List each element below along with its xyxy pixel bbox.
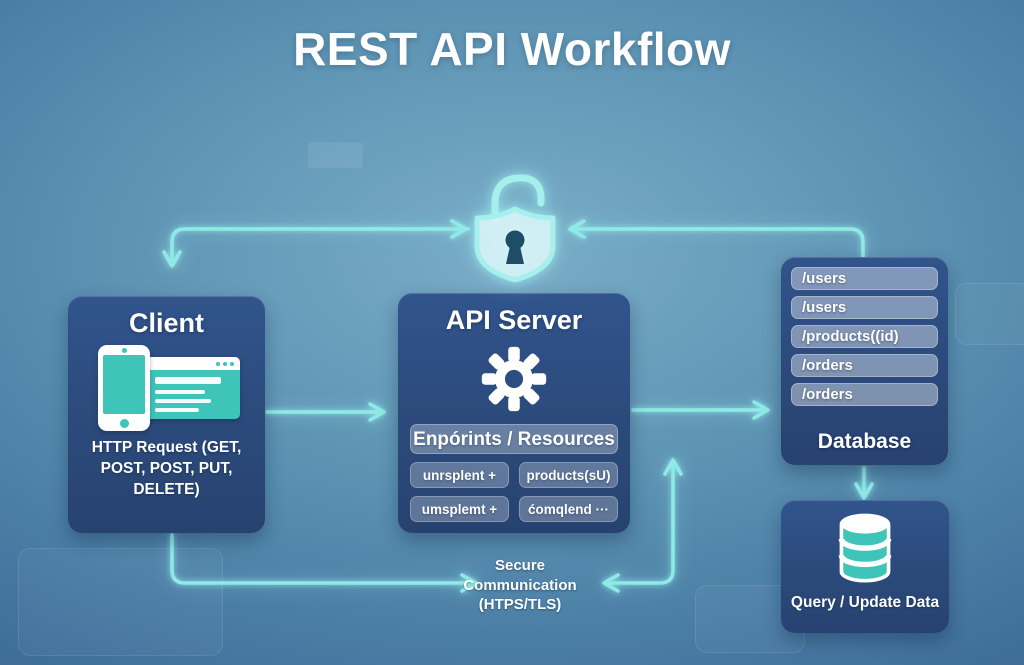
client-illustration (68, 345, 265, 441)
api-server-title: API Server (445, 305, 583, 335)
decor-rect (18, 548, 223, 656)
phone-icon (98, 345, 150, 431)
secure-line1: Secure (494, 557, 546, 574)
http-request-line1: HTTP Request (GET, (91, 439, 242, 456)
api-server-box: API Server Enpórints / Resources unrsple… (398, 293, 630, 533)
http-request-caption: HTTP Request (GET, POST, POST, PUT, DELE… (76, 438, 257, 501)
phone-screen (103, 355, 145, 414)
arrow-client-to-secure (170, 533, 474, 585)
arrow-panel-to-lock (570, 227, 865, 258)
database-cylinder-icon (838, 513, 892, 583)
database-panel: /users /users /products((id) /orders /or… (781, 257, 948, 465)
arrowhead-left-secure (602, 573, 620, 593)
endpoint-chip-grid: unrsplent + products(sU) umsplemt + ćomq… (410, 462, 618, 522)
query-update-box: Query / Update Data (781, 500, 949, 633)
arrow-client-to-lock (170, 227, 470, 266)
browser-titlebar (145, 357, 240, 370)
endpoints-resources-header: Enpórints / Resources (410, 424, 618, 454)
arrow-secure-up (604, 460, 675, 585)
http-request-line2: POST, POST, PUT, DELETE) (100, 459, 233, 498)
browser-dot (230, 361, 234, 366)
arrowhead-api-to-panel (752, 400, 770, 420)
arrowhead-right-secure (460, 573, 478, 593)
endpoint-chip: unrsplent + (410, 462, 509, 488)
decor-rect (955, 283, 1024, 345)
browser-content-line (155, 408, 199, 412)
padlock-shield-icon (455, 166, 575, 289)
endpoint-row: /products((id) (791, 325, 938, 348)
browser-content-line (155, 399, 211, 403)
decor-rect (308, 142, 363, 168)
endpoint-chip: umsplemt + (410, 496, 509, 522)
client-box: Client HTTP Request (GET, POST, POST, PU… (68, 296, 265, 533)
phone-home-button (119, 418, 129, 428)
browser-window-icon (145, 357, 240, 419)
endpoint-row: /users (791, 267, 938, 290)
arrowhead-down-to-client (162, 250, 182, 268)
browser-content-bar (155, 377, 221, 384)
browser-content-line (155, 390, 205, 394)
phone-camera-dot (121, 348, 127, 353)
endpoint-row: /orders (791, 383, 938, 406)
endpoint-row: /users (791, 296, 938, 319)
gear-icon (481, 346, 547, 412)
query-update-label: Query / Update Data (790, 594, 940, 611)
secure-communication-caption: Secure Communication (HTPS/TLS) (432, 556, 608, 615)
arrowhead-left-at-lock (568, 219, 586, 239)
arrowhead-right-at-lock (450, 219, 468, 239)
arrowhead-up (663, 458, 683, 476)
browser-dot (216, 361, 220, 366)
database-label: Database (817, 430, 912, 453)
secure-line3: (HTPS/TLS) (478, 596, 562, 613)
browser-dot (223, 361, 227, 366)
arrowhead-down-query (854, 482, 874, 500)
endpoint-chip: ćomqlend ··· (519, 496, 618, 522)
endpoint-row: /orders (791, 354, 938, 377)
client-title: Client (128, 308, 204, 338)
secure-line2: Communication (463, 576, 577, 594)
page-title: REST API Workflow (293, 23, 731, 75)
endpoint-chip: products(sU) (519, 462, 618, 488)
arrowhead-client-to-api (368, 402, 386, 422)
